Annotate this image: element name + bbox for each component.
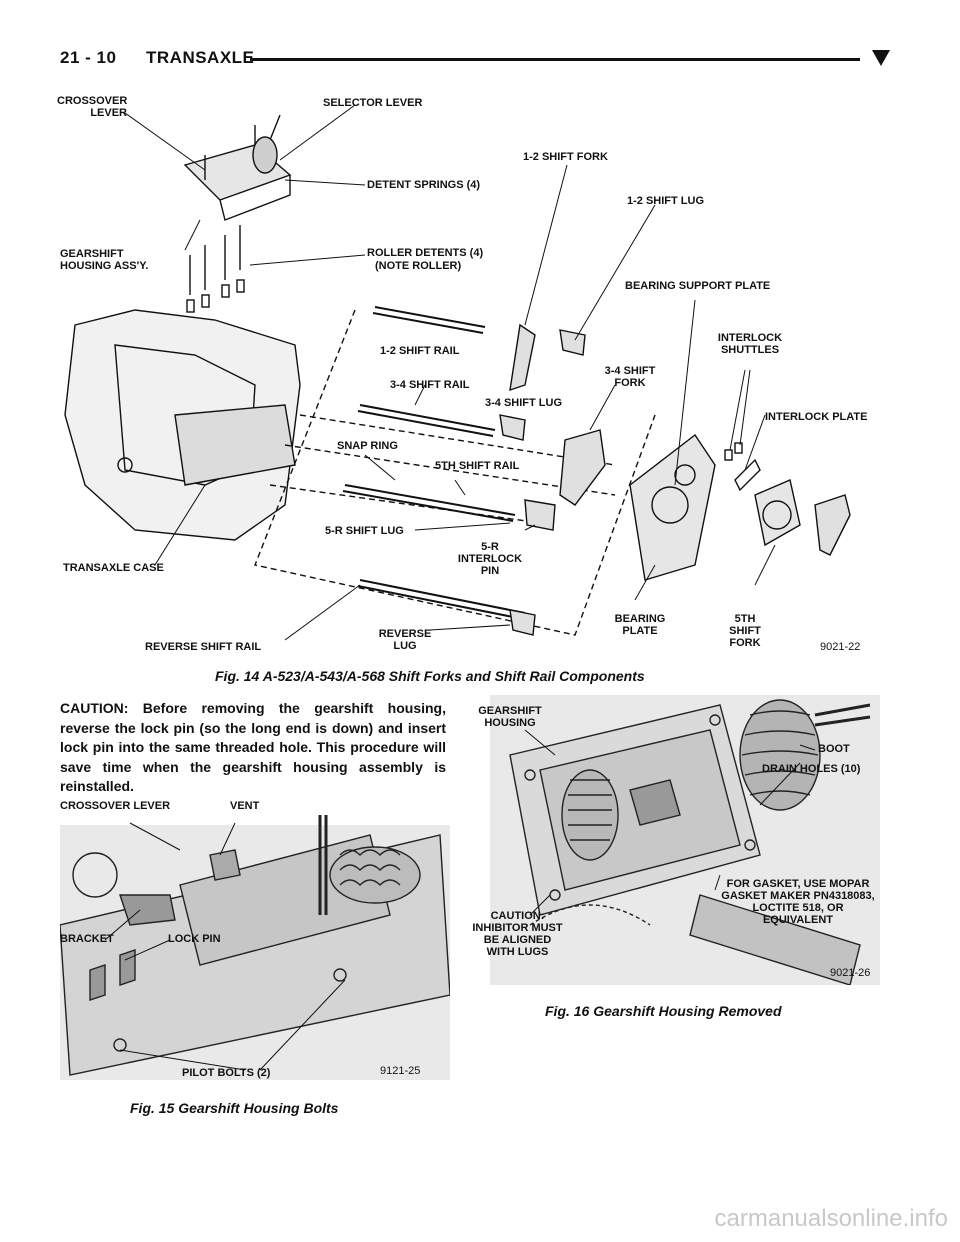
label-gasket-note: FOR GASKET, USE MOPAR GASKET MAKER PN431… <box>721 878 875 926</box>
label-reverse-lug: REVERSE LUG <box>378 628 432 652</box>
label-transaxle-case: TRANSAXLE CASE <box>63 562 164 574</box>
label-note-roller: (NOTE ROLLER) <box>375 260 462 272</box>
label-5th-shift-fork: 5TH SHIFT FORK <box>729 613 761 649</box>
header-triangle-icon <box>872 50 890 66</box>
label-1-2-shift-fork: 1-2 SHIFT FORK <box>523 151 608 163</box>
label-crossover-lever: CROSSOVER LEVER <box>60 800 171 812</box>
label-5-r-interlock-pin: 5-R INTERLOCK PIN <box>457 541 523 577</box>
label-5th-shift-rail: 5TH SHIFT RAIL <box>435 460 520 472</box>
label-1-2-shift-rail: 1-2 SHIFT RAIL <box>380 345 460 357</box>
label-roller-detents: ROLLER DETENTS (4) <box>367 247 484 259</box>
label-drain-holes: DRAIN HOLES (10) <box>762 763 861 775</box>
figure-code: 9021-22 <box>820 641 861 653</box>
label-interlock-plate: INTERLOCK PLATE <box>765 411 868 423</box>
label-gearshift-housing: GEARSHIFT HOUSING <box>478 705 542 729</box>
figure-15-caption: Fig. 15 Gearshift Housing Bolts <box>130 1100 339 1116</box>
label-detent-springs: DETENT SPRINGS (4) <box>367 179 481 191</box>
label-bearing-support-plate: BEARING SUPPORT PLATE <box>625 280 771 292</box>
label-caution-inhibitor: CAUTION: INHIBITOR MUST BE ALIGNED WITH … <box>472 910 563 958</box>
label-crossover-lever: CROSSOVER LEVER <box>57 95 128 119</box>
label-5-r-shift-lug: 5-R SHIFT LUG <box>325 525 404 537</box>
label-lock-pin: LOCK PIN <box>168 933 221 945</box>
figure-14-caption: Fig. 14 A-523/A-543/A-568 Shift Forks an… <box>215 668 645 684</box>
figure-15: CROSSOVER LEVER VENT BRACKET LOCK PIN PI… <box>60 795 450 1085</box>
label-snap-ring: SNAP RING <box>337 440 398 452</box>
label-interlock-shuttles: INTERLOCK SHUTTLES <box>717 332 783 356</box>
header-rule <box>250 58 860 61</box>
caution-paragraph: CAUTION: Before removing the gearshift h… <box>60 700 446 794</box>
figure-code: 9021-26 <box>830 967 871 979</box>
label-3-4-shift-rail: 3-4 SHIFT RAIL <box>390 379 470 391</box>
label-vent: VENT <box>230 800 260 812</box>
label-3-4-shift-lug: 3-4 SHIFT LUG <box>485 397 563 409</box>
label-pilot-bolts: PILOT BOLTS (2) <box>182 1067 271 1079</box>
label-bracket: BRACKET <box>60 933 114 945</box>
label-bearing-plate: BEARING PLATE <box>614 613 666 637</box>
label-1-2-shift-lug: 1-2 SHIFT LUG <box>627 195 705 207</box>
page-header: 21 - 10 TRANSAXLE <box>60 40 900 70</box>
figure-16-caption: Fig. 16 Gearshift Housing Removed <box>545 1003 782 1019</box>
section-title: TRANSAXLE <box>146 48 255 67</box>
figure-14: CROSSOVER LEVER SELECTOR LEVER 1-2 SHIFT… <box>55 85 905 660</box>
footer-watermark: carmanualsonline.info <box>714 1205 948 1232</box>
label-boot: BOOT <box>818 743 850 755</box>
label-gearshift-housing: GEARSHIFT HOUSING ASS'Y. <box>60 248 149 272</box>
fig14-drawing <box>64 104 851 641</box>
figure-code: 9121-25 <box>380 1065 421 1077</box>
label-3-4-shift-fork: 3-4 SHIFT FORK <box>604 365 656 389</box>
page-number: 21 - 10 <box>60 48 117 67</box>
fig16-drawing <box>509 699 871 985</box>
label-selector-lever: SELECTOR LEVER <box>323 97 423 109</box>
fig15-drawing <box>60 815 450 1076</box>
figure-16: GEARSHIFT HOUSING BOOT DRAIN HOLES (10) … <box>470 695 880 985</box>
label-reverse-shift-rail: REVERSE SHIFT RAIL <box>145 641 262 653</box>
